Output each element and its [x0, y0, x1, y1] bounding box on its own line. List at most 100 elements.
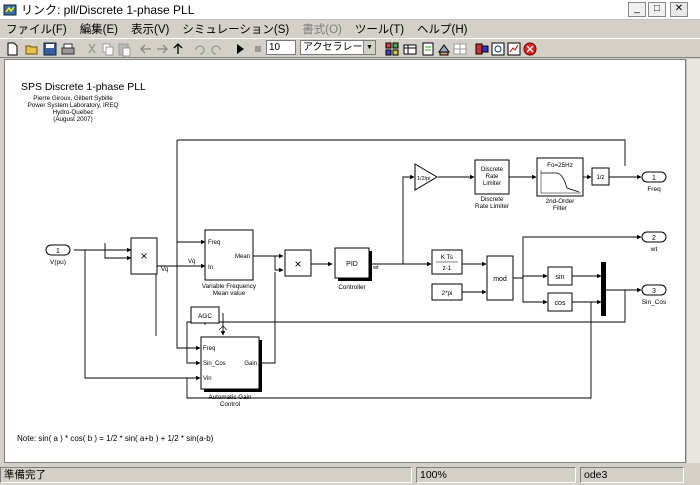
menu-edit[interactable]: 編集(E): [79, 24, 119, 36]
title-bar: リンク: pll/Discrete 1-phase PLL _ □ ✕: [0, 0, 700, 20]
profiler-icon[interactable]: [506, 41, 522, 57]
menu-file[interactable]: ファイル(F): [6, 24, 67, 36]
rate-limiter-block[interactable]: Discrete Rate Limiter Discrete Rate Limi…: [474, 159, 510, 210]
cut-icon[interactable]: [84, 41, 100, 57]
grid-icon[interactable]: [452, 41, 468, 57]
window-title: リンク: pll/Discrete 1-phase PLL: [21, 3, 195, 17]
redo-icon[interactable]: [208, 41, 224, 57]
status-zoom: 100%: [416, 467, 576, 483]
paste-icon[interactable]: [116, 41, 132, 57]
filter-caption1: 2nd-Order: [546, 198, 575, 205]
run-icon[interactable]: [232, 41, 248, 57]
menu-simulation[interactable]: シミュレーション(S): [182, 24, 290, 36]
agc-constant-block[interactable]: AGC: [190, 306, 220, 324]
library-browser-icon[interactable]: [384, 41, 400, 57]
status-ready: 準備完了: [0, 467, 412, 483]
mod-label: mod: [493, 276, 507, 283]
vfreq-caption-line2: Mean value: [213, 290, 246, 297]
outport-wt[interactable]: 2 wt: [641, 231, 667, 253]
outport-freq[interactable]: 1 Freq: [641, 171, 667, 193]
gain-block[interactable]: 1/2/pi: [414, 163, 438, 191]
copy-icon[interactable]: [100, 41, 116, 57]
agc-constant-label: AGC: [198, 313, 212, 320]
filter-fo-label: Fo=25Hz: [547, 162, 573, 169]
model-advisor-icon[interactable]: [490, 41, 506, 57]
rate-limiter-text3: Limiter: [483, 181, 501, 187]
rate-limiter-caption1: Discrete: [480, 196, 504, 203]
agc-caption2: Control: [220, 401, 240, 408]
integrator-numerator: K Ts: [441, 254, 453, 261]
unit-delay-block[interactable]: 1/z: [591, 167, 610, 186]
diagram-canvas[interactable]: SPS Discrete 1-phase PLL Pierre Giroux, …: [4, 59, 686, 463]
vfreq-vq-signal: Vq: [188, 259, 195, 265]
rate-limiter-text2: Rate: [486, 174, 499, 180]
save-icon[interactable]: [42, 41, 58, 57]
product-block-1[interactable]: × Vq: [130, 237, 168, 275]
automatic-gain-control-block[interactable]: Freq Sin_Cos Vin Gain Automatic Gain Con…: [200, 336, 262, 408]
outport-sin-cos[interactable]: 3 Sin_Cos: [641, 284, 667, 306]
second-order-filter-block[interactable]: Fo=25Hz 2nd-Order Filter: [536, 157, 584, 212]
vfreq-freq-port: Freq: [208, 240, 220, 246]
menu-help[interactable]: ヘルプ(H): [417, 24, 468, 36]
rate-limiter-caption2: Rate Limiter: [475, 203, 509, 210]
undo-icon[interactable]: [192, 41, 208, 57]
block-diagram: SPS Discrete 1-phase PLL Pierre Giroux, …: [17, 81, 667, 443]
enable-port-icon: [218, 325, 228, 331]
cos-label: cos: [555, 300, 566, 307]
simulation-mode-select[interactable]: アクセラレータ ▼: [300, 40, 376, 55]
product-symbol: ×: [140, 249, 147, 263]
stop-time-input[interactable]: 10: [266, 40, 296, 55]
agc-gain-port: Gain: [244, 361, 257, 367]
model-explorer-icon[interactable]: [402, 41, 418, 57]
chevron-down-icon[interactable]: ▼: [363, 41, 375, 54]
forward-arrow-icon[interactable]: [154, 41, 170, 57]
outport-sin-cos-label: Sin_Cos: [642, 299, 667, 306]
product-2-symbol: ×: [294, 257, 301, 271]
two-pi-label: 2*pi: [442, 290, 453, 297]
status-solver: ode3: [580, 467, 684, 483]
outport-freq-number: 1: [652, 175, 656, 182]
close-button[interactable]: ✕: [670, 2, 688, 17]
inport-vpu[interactable]: 1 V(pu): [45, 244, 71, 266]
diagram-date: (August 2007): [53, 116, 93, 123]
print-icon[interactable]: [60, 41, 76, 57]
product-out-signal: Vq: [161, 267, 168, 273]
menu-bar: ファイル(F) 編集(E) 表示(V) シミュレーション(S) 書式(O) ツー…: [0, 20, 700, 38]
rate-limiter-text1: Discrete: [481, 167, 504, 173]
agc-vin-port: Vin: [203, 376, 212, 382]
cos-block[interactable]: cos: [547, 292, 573, 312]
lowpass-response-icon: [541, 172, 580, 193]
minimize-button[interactable]: _: [628, 2, 646, 17]
bus-creator-icon[interactable]: [474, 41, 490, 57]
diagram-title: SPS Discrete 1-phase PLL: [21, 81, 146, 93]
up-arrow-icon[interactable]: [170, 41, 186, 57]
two-pi-constant-block[interactable]: 2*pi: [431, 283, 463, 301]
simulation-mode-value: アクセラレータ: [303, 42, 373, 53]
mux-block[interactable]: [601, 262, 606, 316]
open-folder-icon[interactable]: [24, 41, 40, 57]
product-block-2[interactable]: ×: [284, 249, 312, 277]
menu-format[interactable]: 書式(O): [302, 24, 342, 36]
variable-frequency-mean-block[interactable]: Freq In Mean Vq Variable Frequency Mean …: [188, 229, 257, 297]
new-file-icon[interactable]: [4, 41, 20, 57]
outport-wt-number: 2: [652, 235, 656, 242]
debugger-icon[interactable]: [420, 41, 436, 57]
menu-tools[interactable]: ツール(T): [354, 24, 405, 36]
inport-vpu-number: 1: [56, 248, 60, 255]
agc-caption1: Automatic Gain: [208, 394, 252, 401]
back-arrow-icon[interactable]: [138, 41, 154, 57]
pid-caption: Controller: [338, 284, 365, 291]
mod-block[interactable]: mod: [486, 255, 514, 301]
discrete-integrator-block[interactable]: K Ts z-1: [431, 249, 463, 275]
sin-block[interactable]: sin: [547, 266, 573, 286]
build-icon[interactable]: [436, 41, 452, 57]
stop-sign-icon[interactable]: [522, 41, 538, 57]
pid-controller-block[interactable]: PID Controller wt: [334, 247, 379, 291]
outport-sin-cos-number: 3: [652, 288, 656, 295]
vertical-scrollbar[interactable]: [686, 59, 700, 463]
pid-wt-signal: wt: [372, 265, 379, 271]
menu-view[interactable]: 表示(V): [131, 24, 170, 36]
maximize-button[interactable]: □: [648, 2, 666, 17]
stop-icon[interactable]: [250, 41, 266, 57]
agc-freq-port: Freq: [203, 346, 215, 352]
